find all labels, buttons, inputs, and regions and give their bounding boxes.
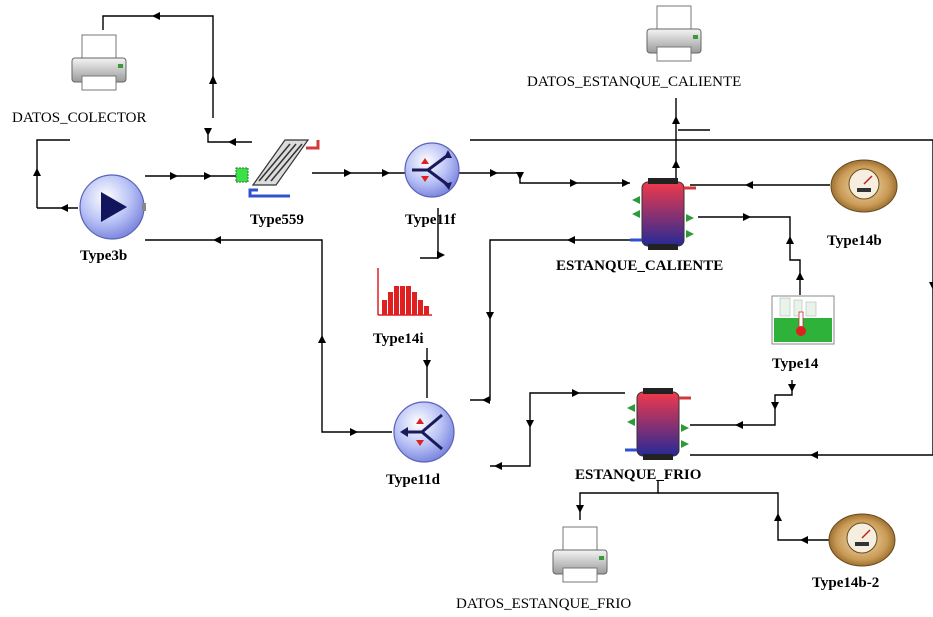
datos-colector[interactable]: DATOS_COLECTOR: [12, 34, 146, 126]
datos-estanque-caliente[interactable]: DATOS_ESTANQUE_CALIENTE: [527, 5, 741, 90]
type11f-label: Type11f: [405, 212, 457, 228]
estanque-frio-tank[interactable]: ESTANQUE_FRIO: [575, 388, 701, 483]
estanque-frio-label: ESTANQUE_FRIO: [575, 467, 701, 483]
type14b-2-meter[interactable]: Type14b-2: [812, 513, 896, 591]
water-meter-icon: [830, 159, 898, 213]
type14i-forcing[interactable]: Type14i: [373, 268, 432, 347]
solar-collector-icon: [235, 139, 320, 198]
type14b-label: Type14b: [827, 233, 882, 249]
storage-tank-icon: [625, 388, 691, 460]
estanque-caliente-tank[interactable]: ESTANQUE_CALIENTE: [556, 178, 723, 274]
flow-arrows: [33, 12, 933, 544]
type11f-diverter[interactable]: Type11f: [404, 142, 460, 228]
type14b-meter[interactable]: Type14b: [827, 159, 898, 249]
datos-estanque-caliente-label: DATOS_ESTANQUE_CALIENTE: [527, 74, 741, 90]
type3b-label: Type3b: [80, 248, 127, 264]
flow-mixer-icon: [393, 401, 455, 463]
type11d-label: Type11d: [386, 472, 441, 488]
type559-label: Type559: [250, 212, 304, 228]
printer-icon: [552, 526, 608, 583]
temperature-profile-icon: [771, 295, 835, 345]
datos-colector-label: DATOS_COLECTOR: [12, 110, 146, 126]
datos-estanque-frio[interactable]: DATOS_ESTANQUE_FRIO: [456, 526, 631, 612]
printer-icon: [71, 34, 127, 91]
type559-collector[interactable]: Type559: [235, 139, 320, 228]
printer-icon: [646, 5, 702, 62]
datos-estanque-frio-label: DATOS_ESTANQUE_FRIO: [456, 596, 631, 612]
type11d-mixer[interactable]: Type11d: [386, 401, 455, 488]
type14b-2-label: Type14b-2: [812, 575, 879, 591]
pump-icon: [79, 174, 146, 240]
type14i-label: Type14i: [373, 331, 424, 347]
storage-tank-icon: [630, 178, 696, 250]
type3b-pump[interactable]: Type3b: [79, 174, 146, 264]
estanque-caliente-label: ESTANQUE_CALIENTE: [556, 258, 723, 274]
flow-diverter-icon: [404, 142, 460, 198]
type14-label: Type14: [772, 356, 819, 372]
type14-profile[interactable]: Type14: [771, 295, 835, 372]
forcing-function-icon: [377, 268, 432, 316]
water-meter-icon: [828, 513, 896, 567]
